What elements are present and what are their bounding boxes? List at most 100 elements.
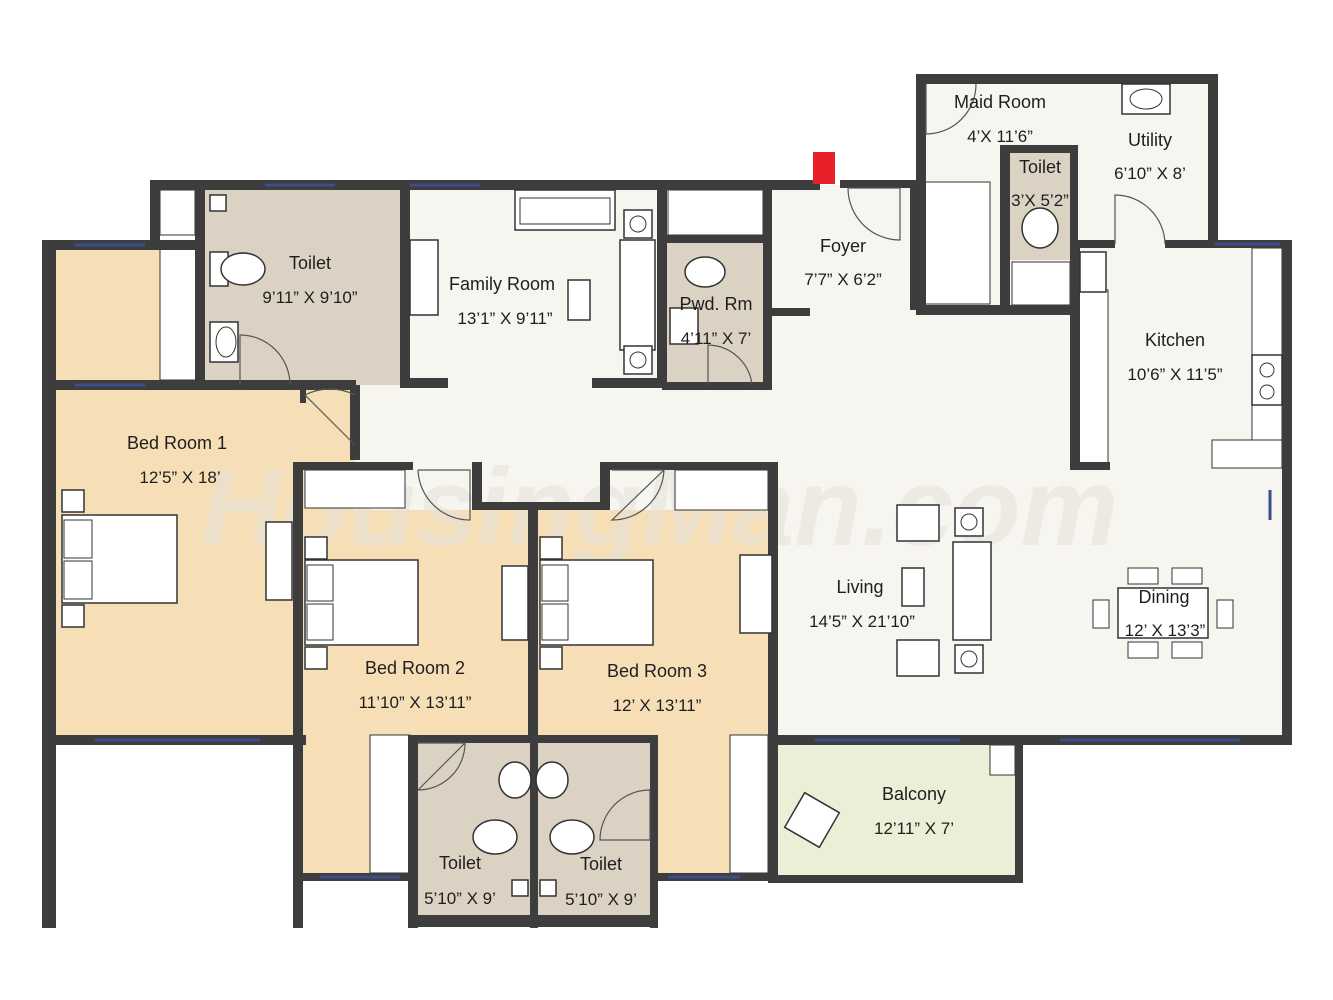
shaft-top-left xyxy=(159,189,196,236)
nightstand-icon-5 xyxy=(539,536,563,560)
door-pwd-rm xyxy=(707,344,753,386)
dim-toilet-1: 9’11” X 9’10” xyxy=(262,288,357,307)
pillow-icon xyxy=(63,519,93,559)
floor-bed-room-1-nook xyxy=(55,248,160,385)
dresser-2-icon xyxy=(501,565,529,641)
label-balcony: Balcony xyxy=(882,784,946,804)
dim-living: 14’5” X 21’10” xyxy=(809,612,915,631)
label-toilet-2: Toilet xyxy=(439,853,481,873)
sofa-cushion-icon xyxy=(519,197,611,225)
toilet-2-commode-icon xyxy=(472,819,518,855)
pillow-icon-5 xyxy=(541,564,569,602)
label-kitchen: Kitchen xyxy=(1145,330,1205,350)
label-living: Living xyxy=(836,577,883,597)
dim-maid-room: 4’X 11’6” xyxy=(967,127,1033,146)
door-utility xyxy=(1114,194,1166,245)
living-lamp-icon-2 xyxy=(960,650,978,668)
dresser-3-icon xyxy=(739,554,773,634)
toilet-3-basin-icon xyxy=(535,761,569,799)
label-bed-room-1: Bed Room 1 xyxy=(127,433,227,453)
door-bed-2 xyxy=(417,469,471,521)
lamp-icon xyxy=(629,215,647,233)
burner-icon-2 xyxy=(1259,384,1275,400)
dim-family-room: 13’1” X 9’11” xyxy=(457,309,552,328)
label-utility: Utility xyxy=(1128,130,1172,150)
utility-sink-bowl-icon xyxy=(1129,88,1163,110)
dim-toilet-3: 5’10” X 9’ xyxy=(565,890,637,909)
dim-dining: 12’ X 13’3” xyxy=(1125,621,1206,640)
room-labels: Maid Room 4’X 11’6” Utility 6’10” X 8’ T… xyxy=(127,92,1223,909)
door-foyer xyxy=(847,187,901,241)
dim-utility: 6’10” X 8’ xyxy=(1114,164,1186,183)
dining-chair-icon-5 xyxy=(1092,599,1110,629)
toilet-3-commode-icon xyxy=(549,819,595,855)
dim-bed-room-1: 12’5” X 18’ xyxy=(139,468,220,487)
kitchen-sink-icon xyxy=(1079,251,1107,293)
label-bed-room-2: Bed Room 2 xyxy=(365,658,465,678)
kitchen-counter-left xyxy=(1077,289,1109,466)
dim-bed-room-3: 12’ X 13’11” xyxy=(613,696,702,715)
pillow-icon-2 xyxy=(63,560,93,600)
wardrobe-bed-2 xyxy=(369,734,411,874)
dining-chair-icon-3 xyxy=(1127,641,1159,659)
shaft-bed-2 xyxy=(304,469,406,509)
armchair-icon xyxy=(896,504,940,542)
living-table-icon xyxy=(901,567,925,607)
label-bed-room-3: Bed Room 3 xyxy=(607,661,707,681)
nightstand-icon-3 xyxy=(304,536,328,560)
living-lamp-icon xyxy=(960,513,978,531)
door-toilet-2 xyxy=(416,742,467,791)
pillow-icon-6 xyxy=(541,603,569,641)
nightstand-icon-6 xyxy=(539,646,563,670)
lamp-icon-2 xyxy=(629,351,647,369)
nightstand-icon-2 xyxy=(61,604,85,628)
dim-foyer: 7’7” X 6’2” xyxy=(804,270,882,289)
balcony-duct xyxy=(989,744,1016,776)
walls xyxy=(42,74,1292,928)
tv-unit-icon xyxy=(409,239,439,316)
door-bed-1 xyxy=(303,388,356,446)
pillow-icon-4 xyxy=(306,603,334,641)
door-bed-3 xyxy=(610,469,666,521)
door-maid xyxy=(925,83,977,135)
burner-icon xyxy=(1259,362,1275,378)
dim-kitchen: 10’6” X 11’5” xyxy=(1127,365,1222,384)
label-maid-toilet: Toilet xyxy=(1019,157,1061,177)
shaft-bed-3 xyxy=(674,469,769,511)
entry-marker xyxy=(813,152,835,184)
nightstand-icon xyxy=(61,489,85,513)
family-sofa-side-icon xyxy=(619,239,656,351)
pillow-icon-3 xyxy=(306,564,334,602)
label-pwd-rm: Pwd. Rm xyxy=(679,294,752,314)
label-toilet-3: Toilet xyxy=(580,854,622,874)
label-dining: Dining xyxy=(1138,587,1189,607)
wardrobe-bed-3 xyxy=(729,734,769,874)
washbasin-bowl-icon xyxy=(215,326,237,358)
wardrobes xyxy=(159,181,1283,874)
wardrobe-bed-1 xyxy=(159,247,201,381)
shaft-family xyxy=(667,189,764,236)
toilet-3-shower-icon xyxy=(539,879,557,897)
doors xyxy=(239,83,1166,841)
door-toilet-3 xyxy=(599,789,651,841)
label-maid-room: Maid Room xyxy=(954,92,1046,112)
dining-chair-icon xyxy=(1127,567,1159,585)
windows xyxy=(75,183,1280,879)
dining-table-icon xyxy=(1117,587,1209,639)
maid-commode-icon xyxy=(1021,207,1059,249)
toilet-2-shower-icon xyxy=(511,879,529,897)
dining-chair-icon-2 xyxy=(1171,567,1203,585)
coffee-table-icon xyxy=(567,279,591,321)
balcony-chair-icon xyxy=(783,791,841,849)
side-table-icon xyxy=(623,209,653,239)
dim-toilet-2: 5’10” X 9’ xyxy=(424,889,496,908)
commode-bowl-icon xyxy=(220,252,266,286)
living-sofa-icon xyxy=(952,541,992,641)
side-table-icon-2 xyxy=(623,345,653,375)
label-toilet-1: Toilet xyxy=(289,253,331,273)
floor-utility-lower xyxy=(1070,175,1210,240)
floor-foyer xyxy=(770,185,920,315)
shower-icon xyxy=(209,194,227,212)
maid-shelf xyxy=(1011,261,1071,306)
